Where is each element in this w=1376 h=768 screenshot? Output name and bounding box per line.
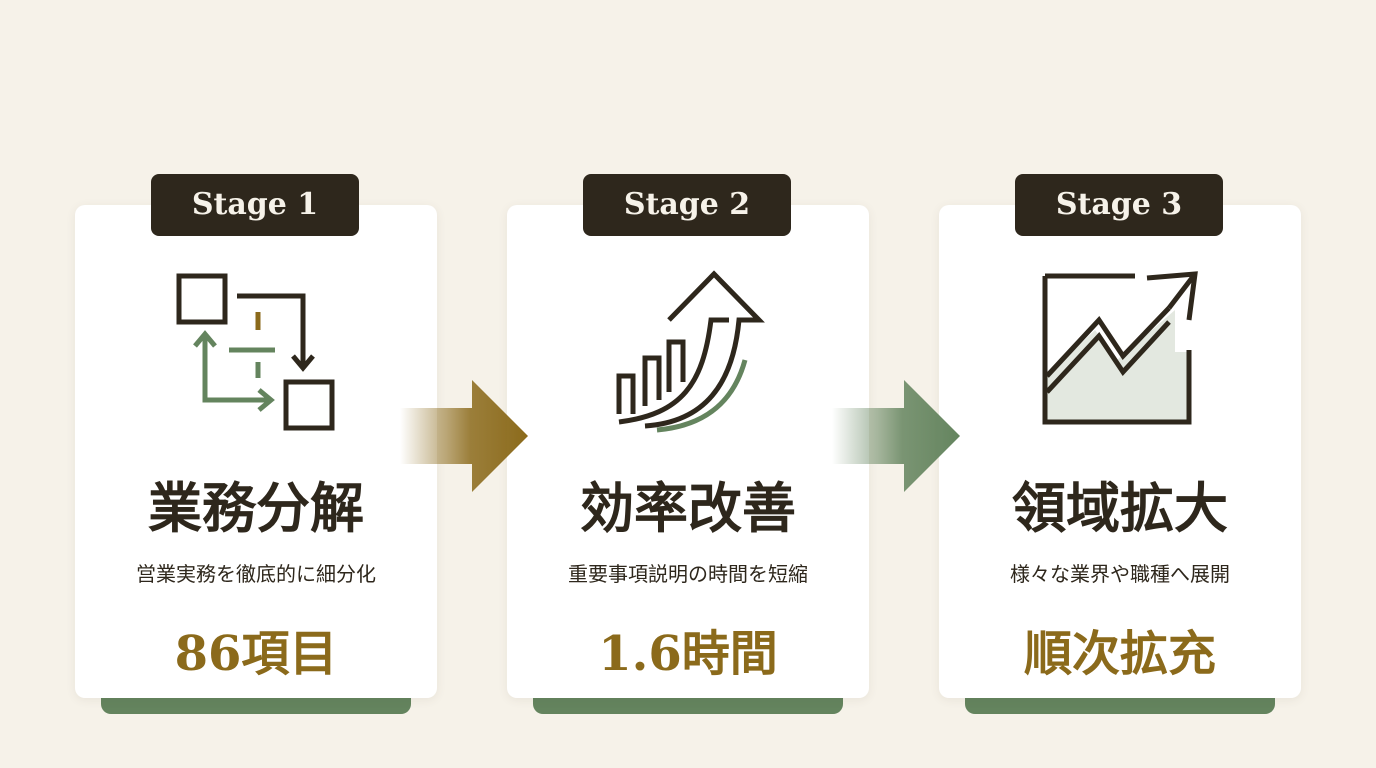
- green-arrow-icon: [832, 380, 960, 492]
- growth-arrow-icon: [616, 270, 765, 433]
- stage-badge: Stage 1: [151, 174, 359, 236]
- stage-metric: 86項目: [174, 626, 338, 682]
- gold-arrow-icon: [400, 380, 528, 492]
- stage-title: 業務分解: [148, 476, 364, 540]
- stage-1-card: [75, 205, 437, 698]
- stage-metric: 順次拡充: [1023, 626, 1216, 682]
- stage-badge: Stage 3: [1015, 174, 1223, 236]
- stage-1: Stage 1 業務分解 営業実務を徹底的に細分化 86項目: [75, 174, 437, 714]
- stage-3: Stage 3 領域拡大 様々な業界や職種へ展開 順次拡充: [939, 174, 1301, 714]
- stage-description: 様々な業界や職種へ展開: [1010, 562, 1230, 586]
- stage-title: 領域拡大: [1012, 476, 1228, 540]
- stage-3-card: [939, 205, 1301, 698]
- stage-2-card: [507, 205, 869, 698]
- process-flow-icon: [176, 273, 335, 431]
- stage-2: Stage 2 効率改善 重要事項説明の時間を短縮 1.6時間: [507, 174, 869, 714]
- stage-badge: Stage 2: [583, 174, 791, 236]
- stage-metric: 1.6時間: [598, 626, 778, 682]
- stage-title: 効率改善: [580, 476, 796, 540]
- stage-description: 営業実務を徹底的に細分化: [136, 562, 376, 586]
- stage-description: 重要事項説明の時間を短縮: [568, 562, 808, 586]
- trend-chart-icon: [1042, 271, 1198, 425]
